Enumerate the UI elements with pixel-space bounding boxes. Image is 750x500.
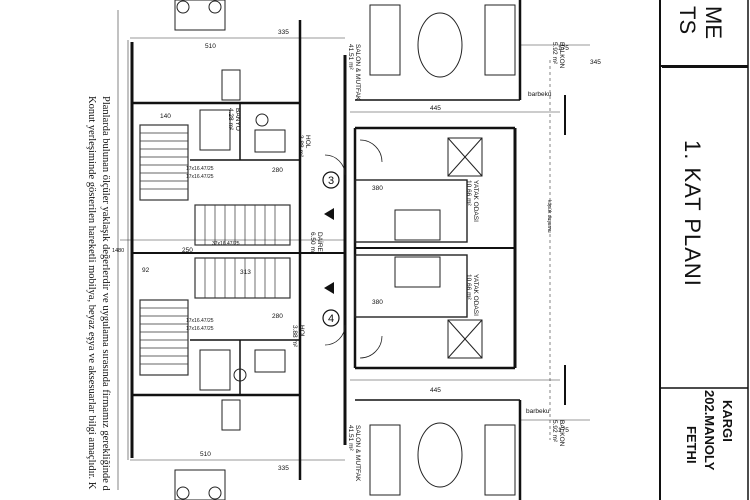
room-balkon-bottom: BALKON (558, 420, 565, 447)
dim-445-bottom: 445 (430, 387, 441, 394)
label-barbeku-top: barbeku (528, 91, 552, 98)
room-yatak-top-area: 10.66 m² (465, 180, 472, 206)
stair-treads (139, 124, 291, 376)
dim-380-b: 380 (372, 299, 383, 306)
room-hol-top: HOL (304, 135, 311, 149)
stair-spec-c: 37x16.47/25 (212, 241, 240, 247)
walls (130, 0, 566, 500)
dim-510-top: 510 (205, 43, 216, 50)
dim-335-bottom: 335 (278, 465, 289, 472)
stair-spec-b: 17x16.47/25 (186, 174, 214, 180)
room-balkon-top-area: 5.92 m² (551, 42, 558, 65)
address-line-2: 202.MANOLY (702, 390, 717, 471)
label-barbeku-bottom: barbeku (526, 408, 550, 415)
note-line-2: Konut yerleşiminde gösterilen hareketli … (86, 96, 97, 490)
dim-345: 345 (590, 59, 601, 66)
dim-313: 313 (240, 269, 251, 276)
room-yatak-bottom-area: 10.66 m² (465, 274, 472, 300)
project-address: KARGI 202.MANOLY FETHI (676, 390, 746, 500)
direction-arrows (324, 208, 334, 294)
dim-510-bottom: 510 (200, 451, 211, 458)
label-kopuk: köpük duşumu (546, 200, 552, 233)
room-salon-bottom-area: 41.51 m² (347, 425, 354, 451)
unit-marker-4-circle (322, 309, 340, 327)
room-salon-top-area: 41.51 m² (347, 44, 354, 70)
dim-140: 140 (160, 113, 171, 120)
room-yatak-bottom: YATAK ODASI (472, 274, 479, 316)
dim-445-top: 445 (430, 105, 441, 112)
brand-line-1: ME (701, 6, 726, 39)
unit-marker-3: 3 (328, 175, 334, 187)
brand-line-2: TS (675, 6, 700, 35)
title-block-brand: ME TS (662, 0, 748, 68)
room-daire: DAİRE (316, 232, 325, 253)
furniture (174, 0, 516, 500)
dim-175-bottom: 175 (558, 427, 569, 434)
address-line-1: KARGI (720, 400, 735, 442)
stair-spec-d: 17x16.47/25 (186, 318, 214, 324)
dim-250: 250 (182, 247, 193, 254)
door-swings (324, 139, 383, 359)
room-hol-bottom-area: 3.88 m² (291, 325, 298, 348)
room-balkon-bottom-area: 5.92 m² (551, 420, 558, 443)
room-hol-bottom: HOL (298, 325, 305, 339)
room-banyo-top: BANYO (234, 108, 241, 131)
unit-marker-3-circle (322, 171, 340, 189)
room-daire-area: 6.50 m² (309, 232, 316, 255)
room-yatak-top: YATAK ODASI (472, 180, 479, 222)
plan-notes: Planlarda bulunan ölçüler yaklaşık değer… (60, 96, 120, 500)
room-balkon-top: BALKON (558, 42, 565, 69)
unit-marker-4: 4 (328, 313, 334, 325)
dim-92: 92 (142, 267, 150, 274)
dim-280-b: 280 (272, 313, 283, 320)
dim-335-top: 335 (278, 29, 289, 36)
room-hol-top-area: 3.88 m² (297, 135, 304, 158)
dim-280-a: 280 (272, 167, 283, 174)
dimension-lines (117, 10, 590, 490)
plan-title-text: 1. KAT PLANI (680, 139, 705, 287)
dim-1480: 1480 (112, 248, 124, 254)
dim-175-top: 175 (558, 45, 569, 52)
dim-380-a: 380 (372, 185, 383, 192)
stair-spec-e: 17x16.47/25 (186, 326, 214, 332)
address-line-3: FETHI (684, 426, 699, 464)
note-line-1: Planlarda bulunan ölçüler yaklaşık değer… (100, 96, 111, 491)
plan-title: 1. KAT PLANI (662, 128, 722, 298)
stair-spec-a: 17x16.47/25 (186, 166, 214, 172)
room-banyo-top-area: 4.28 m² (227, 108, 234, 131)
room-salon-top: SALON & MUTFAK (354, 44, 361, 101)
room-salon-bottom: SALON & MUTFAK (354, 425, 361, 482)
